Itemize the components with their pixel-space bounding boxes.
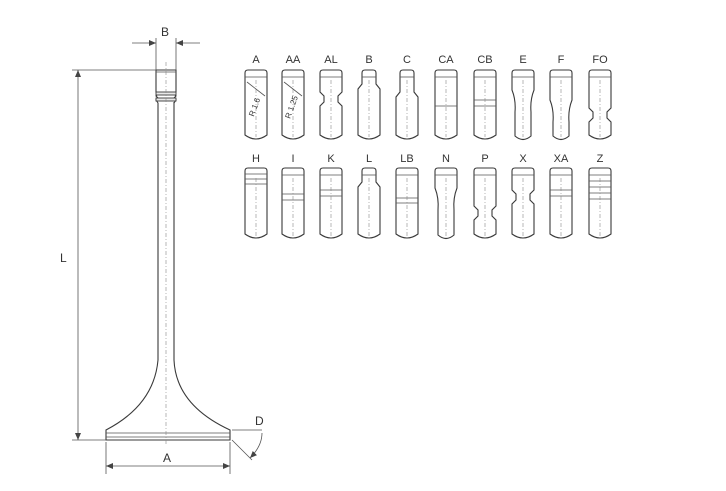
tip-label: Z: [597, 153, 604, 165]
tip-label: P: [481, 153, 488, 165]
tip-label: AA: [286, 54, 301, 66]
dimension-a: A: [105, 442, 231, 474]
dimension-a-label: A: [163, 451, 171, 465]
tip-f: F: [549, 54, 573, 141]
tip-label: X: [519, 153, 527, 165]
tip-a: AR 1.6: [244, 54, 268, 140]
tip-label: N: [442, 153, 450, 165]
tip-label: FO: [592, 54, 608, 66]
tip-c: C: [395, 54, 419, 140]
tip-label: CA: [438, 54, 454, 66]
tip-label: C: [403, 54, 411, 66]
radius-leader: [283, 81, 303, 97]
tip-p: P: [473, 153, 497, 239]
tip-k: K: [319, 153, 343, 239]
tip-aa: AAR 1.25: [281, 54, 305, 140]
tip-label: CB: [477, 54, 492, 66]
tip-type-grid: AR 1.6 AAR 1.25 AL B C CA CB E F FO H I K L LB N P X XA Z: [244, 54, 612, 240]
radius-leader: [246, 81, 266, 97]
tip-fo: FO: [588, 54, 612, 140]
dimension-d: D: [231, 414, 264, 461]
valve-body: [105, 62, 231, 444]
tip-i: I: [281, 153, 305, 239]
tip-xa: XA: [549, 153, 573, 239]
dimension-l: L: [60, 69, 156, 441]
tip-label: E: [519, 54, 526, 66]
tip-label: XA: [554, 153, 569, 165]
tip-label: A: [252, 54, 260, 66]
tip-label: K: [327, 153, 335, 165]
tip-x: X: [511, 153, 535, 239]
dimension-b: B: [132, 25, 200, 70]
tip-e: E: [511, 54, 535, 141]
tip-n: N: [434, 153, 458, 240]
dimension-l-label: L: [60, 251, 67, 265]
tip-label: B: [365, 54, 372, 66]
tip-lb: LB: [395, 153, 419, 239]
tip-label: H: [252, 153, 260, 165]
tip-label: LB: [400, 153, 413, 165]
tip-ca: CA: [434, 54, 458, 140]
tip-h: H: [244, 153, 268, 239]
tip-b: B: [357, 54, 381, 140]
tip-profile: [434, 167, 458, 240]
dimension-b-label: B: [161, 25, 169, 39]
tip-label: F: [558, 54, 565, 66]
tip-label: L: [366, 153, 372, 165]
tip-label: I: [291, 153, 294, 165]
dimension-d-label: D: [255, 414, 264, 428]
tip-al: AL: [319, 54, 343, 140]
tip-z: Z: [588, 153, 612, 239]
valve-stem-outline: [105, 69, 231, 441]
tip-label: AL: [324, 54, 337, 66]
tip-cb: CB: [473, 54, 497, 140]
tip-l: L: [357, 153, 381, 239]
